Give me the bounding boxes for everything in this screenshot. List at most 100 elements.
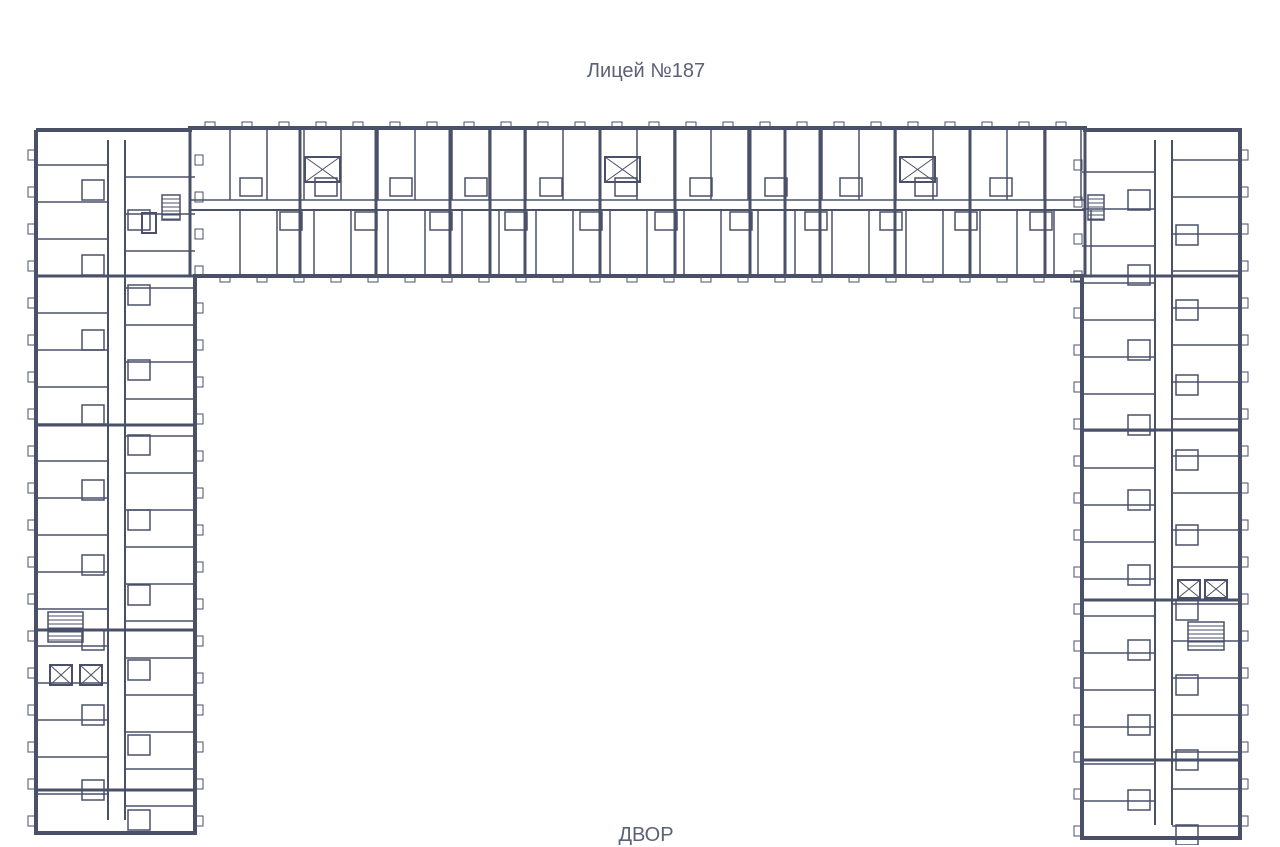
window — [1070, 275, 1082, 283]
window — [27, 630, 37, 642]
window — [1073, 825, 1083, 837]
bathroom — [127, 509, 151, 531]
bathroom — [1127, 789, 1151, 811]
window — [194, 598, 204, 610]
window — [1239, 408, 1249, 420]
window — [194, 302, 204, 314]
bathroom — [1175, 674, 1199, 696]
window — [885, 275, 897, 283]
bathroom — [464, 177, 488, 197]
bathroom — [654, 211, 678, 231]
window — [870, 121, 882, 129]
window — [27, 556, 37, 568]
window — [722, 121, 734, 129]
elevator-shaft — [899, 156, 936, 183]
window — [1073, 196, 1083, 208]
window — [1239, 371, 1249, 383]
bathroom — [1127, 564, 1151, 586]
elevator-cross — [1177, 579, 1201, 599]
elevator-cross — [304, 156, 341, 183]
window — [537, 121, 549, 129]
elevator-shaft — [79, 664, 103, 686]
bathroom — [354, 211, 378, 231]
bathroom — [1127, 489, 1151, 511]
window — [626, 275, 638, 283]
window — [194, 524, 204, 536]
south-label-courtyard: ДВОР — [618, 824, 674, 846]
elevator-shaft — [604, 156, 641, 183]
bathroom — [579, 211, 603, 231]
window — [194, 339, 204, 351]
window — [907, 121, 919, 129]
exterior-wall — [34, 126, 1242, 840]
window — [1073, 492, 1083, 504]
window — [352, 121, 364, 129]
bathroom — [389, 177, 413, 197]
window — [1073, 788, 1083, 800]
window — [833, 121, 845, 129]
window — [27, 223, 37, 235]
bathroom — [429, 211, 453, 231]
elevator-shaft — [1204, 579, 1228, 599]
window — [194, 704, 204, 716]
window — [922, 275, 934, 283]
window — [1239, 482, 1249, 494]
bathroom — [954, 211, 978, 231]
bathroom — [1127, 414, 1151, 436]
elevator-cross — [899, 156, 936, 183]
window — [367, 275, 379, 283]
window — [811, 275, 823, 283]
window — [515, 275, 527, 283]
elevator-cross — [604, 156, 641, 183]
window — [27, 778, 37, 790]
window — [996, 275, 1008, 283]
window — [611, 121, 623, 129]
window — [959, 275, 971, 283]
window — [1073, 714, 1083, 726]
window — [1239, 445, 1249, 457]
bathroom — [764, 177, 788, 197]
window — [194, 265, 204, 277]
elevator-cross — [1204, 579, 1228, 599]
bathroom — [81, 779, 105, 801]
window — [1239, 186, 1249, 198]
window — [194, 778, 204, 790]
staircase — [1187, 621, 1225, 651]
window — [700, 275, 712, 283]
bathroom — [127, 734, 151, 756]
bathroom — [1175, 824, 1199, 845]
window — [426, 121, 438, 129]
window — [478, 275, 490, 283]
window — [1239, 149, 1249, 161]
bathroom — [539, 177, 563, 197]
bathroom — [1127, 264, 1151, 286]
north-label-school: Лицей №187 — [586, 60, 706, 82]
bathroom — [1175, 299, 1199, 321]
window — [1239, 593, 1249, 605]
window — [1018, 121, 1030, 129]
window — [241, 121, 253, 129]
bathroom — [1175, 749, 1199, 771]
window — [27, 408, 37, 420]
bathroom — [127, 809, 151, 831]
window — [1073, 529, 1083, 541]
window — [204, 121, 216, 129]
window — [27, 371, 37, 383]
bathroom — [81, 479, 105, 501]
bathroom — [81, 554, 105, 576]
bathroom — [1175, 374, 1199, 396]
staircase — [47, 611, 84, 643]
window — [1239, 223, 1249, 235]
window — [27, 186, 37, 198]
bathroom — [279, 211, 303, 231]
window — [27, 482, 37, 494]
window — [1073, 159, 1083, 171]
window — [27, 519, 37, 531]
window — [194, 450, 204, 462]
bathroom — [239, 177, 263, 197]
bathroom — [81, 404, 105, 426]
window — [1239, 741, 1249, 753]
window — [194, 741, 204, 753]
window — [27, 815, 37, 827]
elevator-cross — [79, 664, 103, 686]
